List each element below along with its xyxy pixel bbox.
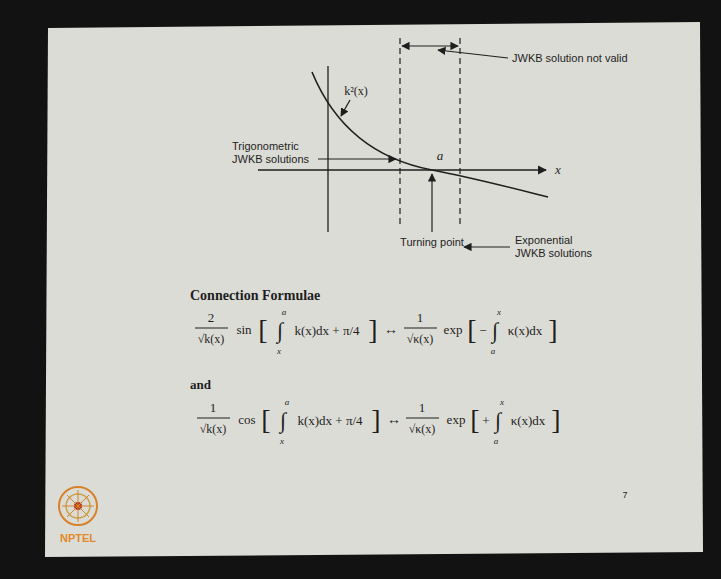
formula-bracket: ] [551, 404, 560, 436]
fraction-bar [406, 418, 439, 419]
formula-bracket: ] [548, 314, 557, 346]
formula-part: κ(x)dx [508, 324, 543, 339]
leader-arrow [431, 174, 432, 232]
formula-part: cos [238, 413, 255, 428]
formula-part: exp [447, 413, 466, 428]
fraction-bar [195, 328, 228, 329]
formula-bracket: ] [371, 404, 380, 436]
curve-label: k²(x) [344, 85, 368, 99]
formula-part: + [482, 414, 489, 429]
integral-sign: ∫ [492, 318, 498, 343]
formula-part: ↔ [387, 412, 401, 428]
integral-limit: a [282, 307, 287, 317]
formula-part: 1 [417, 311, 424, 326]
formula-part: k(x)dx + π/4 [297, 414, 362, 429]
formula-part: 1 [210, 401, 217, 416]
region-label: Exponential JWKB solutions [515, 234, 605, 259]
turning-point-symbol: a [437, 149, 444, 164]
leader-arrow [341, 100, 350, 116]
integral-sign: ∫ [280, 408, 286, 433]
x-axis [258, 169, 546, 170]
formula-bracket: [ [470, 404, 479, 436]
formula-part: √k(x) [198, 333, 225, 347]
width-arrow [402, 45, 458, 46]
formula-part: √k(x) [200, 423, 227, 437]
page-number: 7 [622, 490, 627, 500]
formula-bracket: [ [467, 314, 476, 346]
slide-paper [45, 22, 703, 557]
dashed-boundary [459, 38, 460, 226]
integral-limit: a [494, 436, 499, 446]
connector-word: and [190, 378, 211, 393]
integral-sign: ∫ [495, 408, 501, 433]
logo-text: NPTEL [60, 532, 96, 545]
axis-label: x [555, 163, 561, 178]
formula-part: 2 [208, 311, 215, 326]
formula-bracket: ] [368, 314, 377, 346]
y-axis [327, 66, 328, 232]
integral-limit: a [285, 397, 290, 407]
formula-part: − [479, 324, 486, 339]
formula-bracket: [ [261, 404, 270, 436]
nptel-logo [59, 487, 97, 525]
fraction-bar [197, 418, 230, 419]
k-squared-curve [312, 72, 548, 197]
fraction-bar [404, 328, 437, 329]
leader-arrow [318, 158, 396, 159]
formula-part: 1 [419, 401, 426, 416]
formula-part: κ(x)dx [511, 414, 546, 429]
integral-limit: x [497, 307, 501, 317]
formula-part: k(x)dx + π/4 [294, 324, 359, 339]
integral-limit: x [277, 346, 281, 356]
dashed-boundary [399, 38, 400, 226]
formula-part: √κ(x) [407, 333, 434, 347]
leader-arrow [464, 246, 510, 247]
formula-part: sin [236, 323, 251, 338]
integral-limit: x [280, 436, 284, 446]
formula-bracket: [ [258, 314, 267, 346]
formula-part: exp [444, 323, 463, 338]
integral-limit: a [491, 346, 496, 356]
section-heading: Connection Formulae [190, 288, 320, 304]
integral-sign: ∫ [277, 318, 283, 343]
formula-part: √κ(x) [409, 423, 436, 437]
region-label: Turning point [400, 236, 464, 249]
leader-arrow [438, 50, 508, 58]
integral-limit: x [500, 397, 504, 407]
region-label: Trigonometric JWKB solutions [232, 140, 314, 165]
formula-part: ↔ [384, 322, 398, 338]
region-label: JWKB solution not valid [512, 52, 662, 65]
